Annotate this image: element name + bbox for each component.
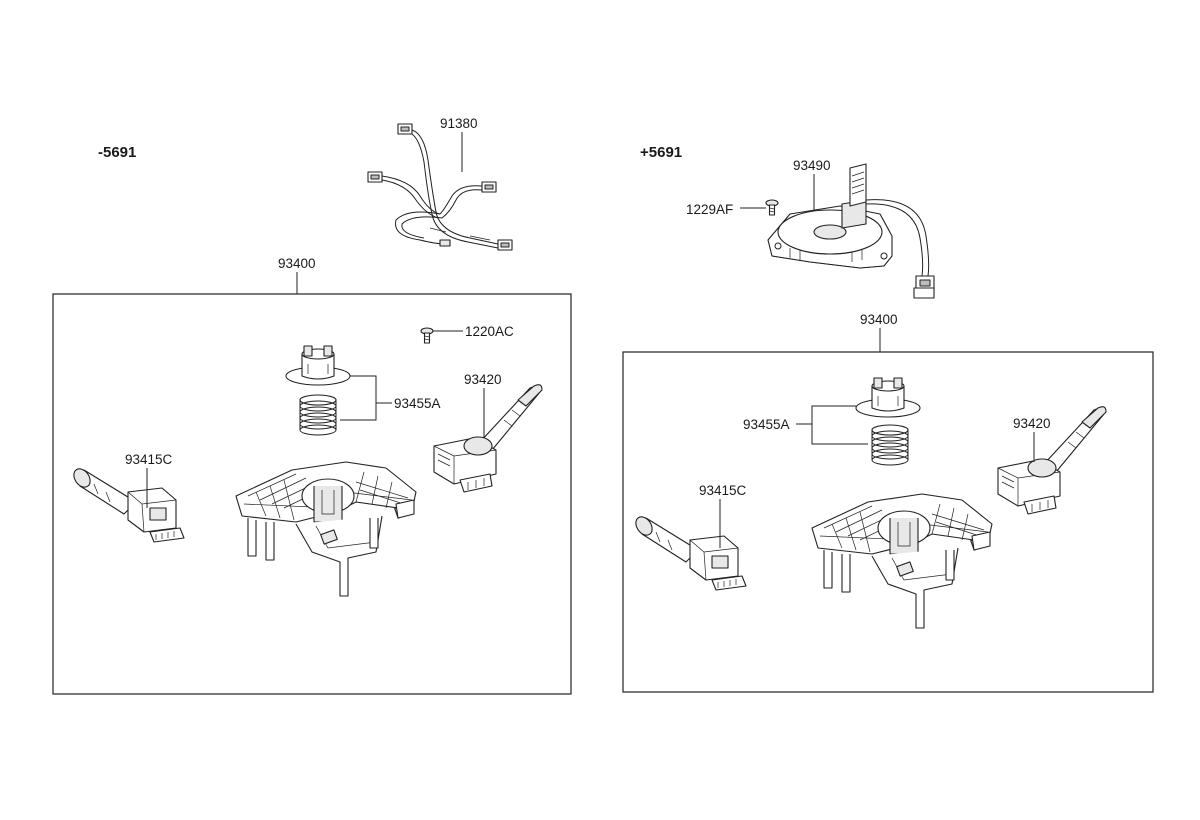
left-light-switch-part-number: 93415C [125, 452, 173, 467]
left-harness-part-number: 91380 [440, 116, 478, 131]
left-spring [299, 394, 337, 436]
left-light-switch [69, 465, 185, 543]
left-spring-part-number: 93455A [394, 396, 441, 411]
left-wiper-switch-part-number: 93420 [464, 372, 502, 387]
right-variant-label: +5691 [640, 144, 682, 161]
right-switch-body [811, 493, 993, 629]
right-assembly-part-number: 93400 [860, 312, 898, 327]
left-screw-1220ac [420, 327, 434, 344]
right-collar [855, 377, 921, 418]
right-light-switch [631, 513, 747, 591]
right-wiper-switch-part-number: 93420 [1013, 416, 1051, 431]
right-light-switch-part-number: 93415C [699, 483, 747, 498]
right-spring-bracket [796, 405, 868, 445]
left-collar [285, 345, 351, 386]
right-clock-spring-part-number: 93490 [793, 158, 831, 173]
left-assembly-frame [52, 293, 572, 695]
left-spring-bracket [340, 375, 392, 421]
right-screw-part-number: 1229AF [686, 202, 733, 217]
right-assembly-frame [622, 351, 1154, 693]
left-switch-body [235, 461, 417, 597]
right-screw-1229af [765, 199, 779, 216]
right-spring-part-number: 93455A [743, 417, 790, 432]
left-wiring-harness-91380 [367, 123, 513, 251]
right-clock-spring-93490 [767, 163, 935, 299]
left-wiper-switch [433, 384, 543, 493]
left-screw-part-number: 1220AC [465, 324, 514, 339]
left-assembly-part-number: 93400 [278, 256, 316, 271]
left-variant-label: -5691 [98, 144, 136, 161]
right-spring [871, 424, 909, 466]
